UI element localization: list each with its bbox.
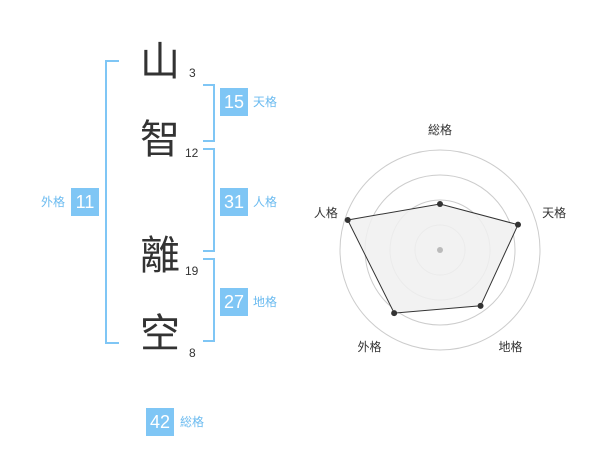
radar-data-points <box>344 201 521 317</box>
radar-ring <box>339 149 541 351</box>
radar-point <box>477 302 484 309</box>
jinkaku-label: 人格 <box>253 195 278 209</box>
name-char-4: 空 <box>140 311 180 357</box>
jinkaku-value: 31 <box>220 188 248 216</box>
stroke-count-3: 19 <box>185 264 199 278</box>
stroke-count-4: 8 <box>189 346 196 360</box>
tenkaku-label: 天格 <box>253 95 278 109</box>
soukaku-label: 総格 <box>180 415 205 429</box>
radar-data-polygon <box>346 203 519 314</box>
radar-point <box>437 201 443 207</box>
gaikaku-value: 11 <box>71 188 99 216</box>
stroke-count-2: 12 <box>185 146 199 160</box>
tenkaku-value: 15 <box>220 88 248 116</box>
radar-axis-label: 天格 <box>542 205 566 220</box>
radar-point <box>344 217 351 224</box>
name-char-3: 離 <box>140 233 180 279</box>
chikaku-bracket <box>203 258 215 342</box>
gaikaku-label: 外格 <box>41 195 66 209</box>
chikaku-label: 地格 <box>253 295 278 309</box>
radar-axis-label: 地格 <box>498 339 522 354</box>
name-char-2: 智 <box>140 117 180 163</box>
radar-point <box>391 310 398 317</box>
jinkaku-bracket <box>203 148 215 252</box>
stroke-count-1: 3 <box>189 66 196 80</box>
soukaku-value: 42 <box>146 408 174 436</box>
gaikaku-bracket <box>105 60 119 344</box>
radar-axis-label: 外格 <box>357 339 381 354</box>
tenkaku-bracket <box>203 84 215 142</box>
name-char-1: 山 <box>140 39 180 85</box>
chikaku-value: 27 <box>220 288 248 316</box>
radar-point <box>514 221 521 228</box>
radar-axis-label: 人格 <box>314 205 338 220</box>
radar-center-dot <box>437 247 443 253</box>
radar-axis-label: 総格 <box>428 122 452 137</box>
